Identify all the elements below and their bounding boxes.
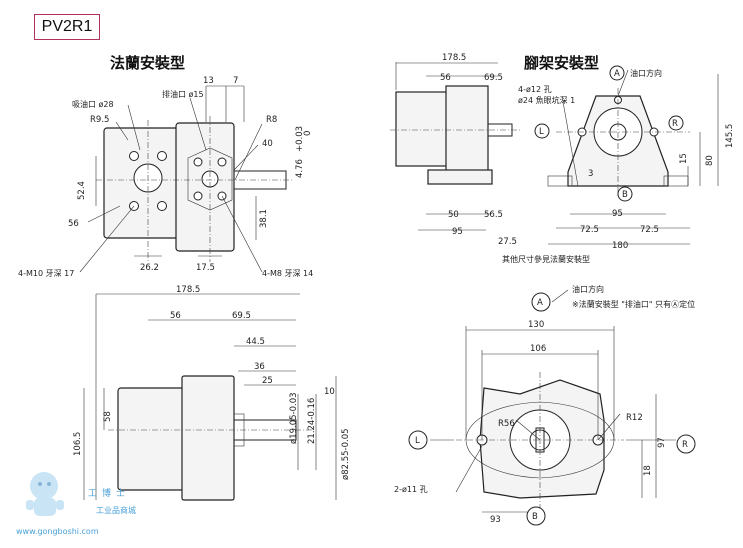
dim-72-5-b: 72.5: [640, 225, 659, 235]
port-direction-label-bottom: 油口方向: [572, 284, 604, 294]
dim-38-1: 38.1: [259, 209, 269, 228]
dim-r8: R8: [266, 115, 277, 125]
dim-95-left: 95: [452, 227, 463, 237]
dim-4-76: 4.76: [295, 159, 305, 178]
marker-a-top: A: [614, 69, 620, 79]
marker-a-bottom: A: [537, 298, 543, 308]
dim-shaft-dia: ø19.05-0.03: [289, 392, 299, 444]
marker-l-bottom: L: [415, 436, 420, 446]
dim-17-5: 17.5: [196, 263, 215, 273]
dim-69-5-top: 69.5: [484, 73, 503, 83]
dim-97: 97: [657, 437, 667, 448]
flange-discharge-note: ※法蘭安裝型 "排油口" 只有Ⓐ定位: [572, 299, 695, 309]
dim-180: 180: [612, 241, 628, 251]
dim-pilot-dia: ø82.55-0.05: [341, 428, 351, 480]
dim-26-2: 26.2: [140, 263, 159, 273]
dim-r9-5: R9.5: [90, 115, 109, 125]
dim-15: 15: [679, 153, 689, 164]
dim-r56: R56: [498, 419, 515, 429]
dim-tol-zero: 0: [303, 131, 313, 136]
m8-thread-label: 4-M8 牙深 14: [262, 269, 313, 278]
dim-13: 13: [203, 76, 214, 86]
dim-106-5: 106.5: [73, 432, 83, 456]
marker-l-top: L: [539, 127, 544, 137]
dim-145-5: 145.5: [725, 124, 735, 148]
watermark-site: 工业品商城: [96, 506, 136, 515]
dim-95-right: 95: [612, 209, 623, 219]
dim-7: 7: [233, 76, 238, 86]
foot-hole-label: 4-ø12 孔: [518, 85, 552, 94]
flange-mount-view: 13 7 R9.5 R8 40 +0.03 0 4.76 52.4 56 26.…: [18, 76, 313, 278]
marker-r-bottom: R: [682, 440, 688, 450]
watermark-mascot: [26, 472, 64, 516]
watermark-brand: 工博士: [88, 489, 131, 499]
discharge-port-label: 排油口 ø15: [162, 89, 204, 99]
dim-178-5-side: 178.5: [176, 285, 200, 295]
m10-thread-label: 4-M10 牙深 17: [18, 269, 74, 278]
dim-r12: R12: [626, 413, 643, 423]
dim-58: 58: [103, 411, 113, 422]
front-elevation-view: 130 106 R12 R56 97 18 93 2-ø11 孔 油口方向 ※法…: [394, 284, 696, 526]
dim-178-5-top: 178.5: [442, 53, 466, 63]
dim-18: 18: [643, 465, 653, 476]
dim-56: 56: [68, 219, 79, 229]
dim-106: 106: [530, 344, 546, 354]
dim-tol-plus: +0.03: [295, 126, 305, 152]
dim-40: 40: [262, 139, 273, 149]
foot-mount-view: 178.5 56 69.5 50 56.5 95 27.5 95 72.5 72…: [390, 53, 735, 264]
dim-50: 50: [448, 210, 459, 220]
suction-port-label: 吸油口 ø28: [72, 99, 114, 109]
dim-69-5-side: 69.5: [232, 311, 251, 321]
dim-56-top: 56: [440, 73, 451, 83]
model-label: PV2R1: [34, 14, 100, 40]
dim-25: 25: [262, 376, 273, 386]
spot-face-label: ø24 魚眼坑深 1: [518, 95, 575, 105]
dim-key-height: 21.24-0.16: [307, 398, 317, 444]
dim-93: 93: [490, 515, 501, 525]
marker-b-bottom: B: [532, 512, 538, 522]
dim-36: 36: [254, 362, 265, 372]
marker-r-top: R: [672, 119, 678, 129]
marker-b-top: B: [622, 190, 628, 200]
dim-72-5-a: 72.5: [580, 225, 599, 235]
foot-heading: 腳架安裝型: [524, 54, 600, 72]
mount-hole-label: 2-ø11 孔: [394, 485, 428, 494]
port-direction-label-top: 油口方向: [630, 68, 662, 78]
see-flange-note: 其他尺寸參見法蘭安裝型: [502, 254, 590, 264]
dim-80: 80: [705, 155, 715, 166]
dim-44-5: 44.5: [246, 337, 265, 347]
dim-56-5: 56.5: [484, 210, 503, 220]
dim-130: 130: [528, 320, 544, 330]
flange-heading: 法蘭安裝型: [110, 54, 186, 72]
dim-27-5: 27.5: [498, 237, 517, 247]
dim-52-4: 52.4: [77, 181, 87, 200]
dim-56-side: 56: [170, 311, 181, 321]
dim-10: 10: [324, 387, 335, 397]
side-elevation-view: 178.5 56 69.5 44.5 36 25 10 58 106.5 ø19…: [73, 285, 351, 501]
watermark-url: www.gongboshi.com: [16, 527, 99, 536]
dim-3: 3: [588, 169, 593, 179]
